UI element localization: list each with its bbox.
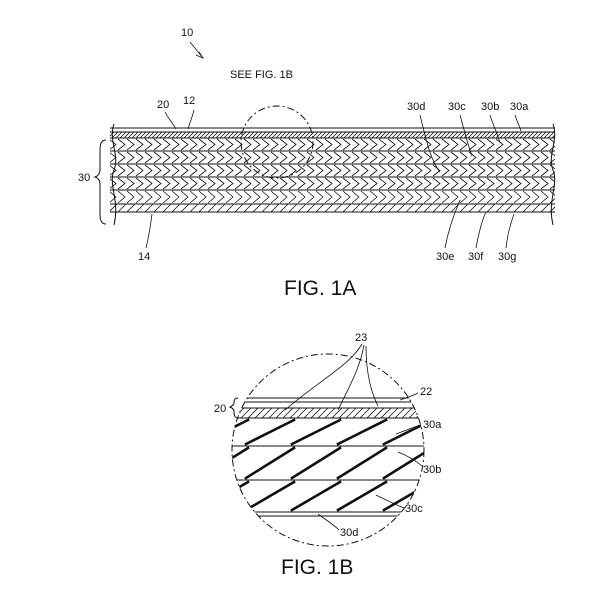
label-30g: 30g xyxy=(498,251,516,263)
label-30f: 30f xyxy=(468,251,484,263)
label-10: 10 xyxy=(181,27,193,39)
label-see-fig-1b: SEE FIG. 1B xyxy=(230,69,293,81)
fig-1b-caption: FIG. 1B xyxy=(281,556,353,579)
fig-1a-caption: FIG. 1A xyxy=(284,277,356,300)
fig-1b-detail xyxy=(232,397,424,517)
label-30d-b: 30d xyxy=(340,527,358,539)
label-30: 30 xyxy=(78,172,90,184)
label-23: 23 xyxy=(355,332,367,344)
label-20: 20 xyxy=(157,99,169,111)
label-30a: 30a xyxy=(510,101,529,113)
fig-1a-hatching xyxy=(110,131,555,213)
label-30d: 30d xyxy=(407,101,425,113)
label-30c: 30c xyxy=(448,101,466,113)
label-30c-b: 30c xyxy=(405,503,423,515)
fig-1a-detail-circle xyxy=(240,105,314,179)
fig-1a-layer-lines xyxy=(110,127,555,213)
fig-1b-leaders xyxy=(284,343,423,531)
fig-1a-brace-30 xyxy=(93,139,107,225)
label-30b: 30b xyxy=(481,101,499,113)
label-30b-b: 30b xyxy=(423,464,441,476)
label-30e: 30e xyxy=(436,251,454,263)
fig-1a: 10 SEE FIG. 1B 20 12 30 14 30d 30c 30b 3… xyxy=(78,27,556,300)
fig-1b-hatching xyxy=(232,407,424,512)
label-30a-b: 30a xyxy=(423,419,442,431)
label-20b: 20 xyxy=(214,403,226,415)
fig-1a-left-break xyxy=(111,123,117,226)
fig-1b: 23 22 20 30a 30b 30c 30d FIG. 1B xyxy=(214,332,442,579)
fig-1b-brace-20 xyxy=(228,397,239,419)
label-14: 14 xyxy=(138,251,150,263)
label-22: 22 xyxy=(420,386,432,398)
fig-1a-leaders xyxy=(145,41,522,249)
label-12: 12 xyxy=(183,95,195,107)
fig-1b-detail-circle xyxy=(231,353,425,547)
